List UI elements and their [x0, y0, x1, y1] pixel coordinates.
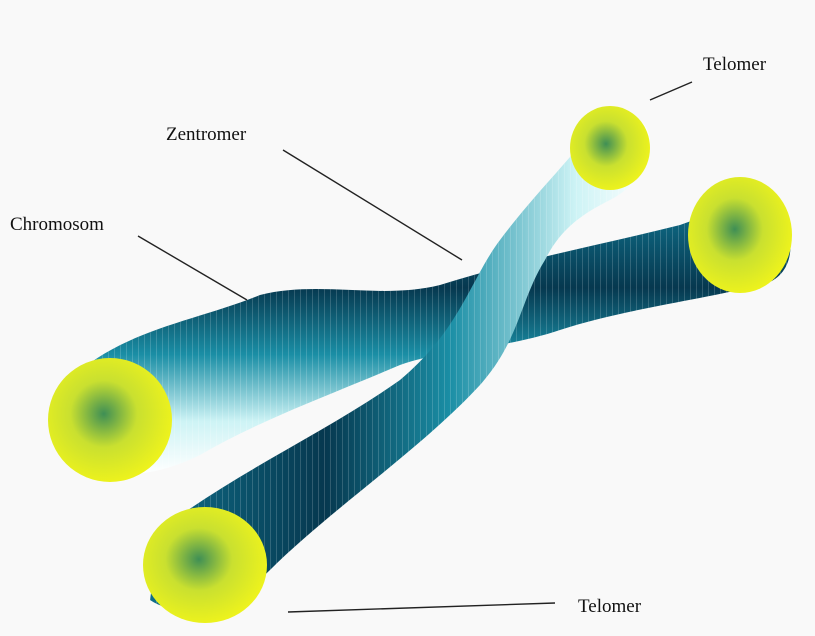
- telomere-cap-left: [48, 358, 172, 482]
- telomere-cap-top: [570, 106, 650, 190]
- chromatid-horizontal: [70, 208, 790, 475]
- leader-zentromer: [283, 150, 462, 260]
- label-telomer-top: Telomer: [703, 54, 767, 75]
- label-telomer-bottom: Telomer: [578, 596, 642, 617]
- leader-chromosom: [138, 236, 247, 300]
- label-chromosom: Chromosom: [10, 214, 104, 235]
- telomere-cap-right: [688, 177, 792, 293]
- leader-telomer-bottom: [288, 603, 555, 612]
- label-zentromer: Zentromer: [166, 124, 247, 145]
- leader-telomer-top: [650, 82, 692, 100]
- telomere-cap-bottom: [143, 507, 267, 623]
